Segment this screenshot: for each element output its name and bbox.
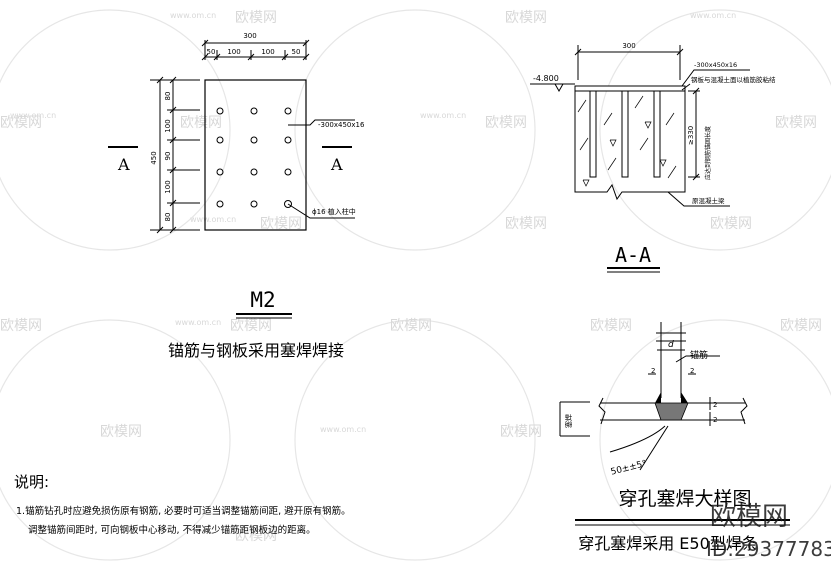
- anchor-hole-grid: [216, 107, 292, 208]
- watermark-text: 欧模网: [590, 318, 632, 334]
- dim-edge-left: 50: [207, 48, 216, 56]
- dim-total-height: 450: [150, 151, 158, 164]
- plate-dim: 2: [713, 401, 717, 409]
- watermark-site: www.om.cn: [190, 215, 236, 224]
- section-plate-note: -300x450x16: [694, 61, 737, 69]
- weld-symbol-label: 塞焊: [564, 414, 573, 428]
- concrete-beam-note: 原混凝土梁: [692, 196, 725, 205]
- anchor-bar-label: 锚筋: [690, 349, 708, 361]
- section-title: A-A: [615, 243, 651, 267]
- gap-dim: 2: [690, 367, 694, 375]
- watermark-text: 欧模网: [180, 115, 222, 131]
- section-dim-width: 300: [622, 42, 635, 50]
- anchor-hole: [250, 107, 258, 115]
- dim-edge-right: 50: [292, 48, 301, 56]
- watermark-text: 欧模网: [485, 115, 527, 131]
- watermark-site: www.om.cn: [420, 111, 466, 120]
- level-mark: -4.800: [533, 74, 559, 83]
- anchor-hole: [216, 200, 224, 208]
- anchor-hole: [250, 136, 258, 144]
- watermark-text: 欧模网: [0, 115, 42, 131]
- watermark-text: 欧模网: [235, 528, 277, 544]
- note-line-1: 1.锚筋钻孔时应避免损伤原有钢筋, 必要时可适当调整锚筋间距, 避开原有钢筋。: [16, 505, 351, 517]
- brand-logo-text: 欧模网: [710, 502, 788, 532]
- m2-title-block: M2 锚筋与钢板采用塞焊焊接: [168, 288, 344, 360]
- section-view: [530, 45, 750, 273]
- drawing-title: M2: [250, 288, 275, 312]
- dim-vert: 80: [164, 213, 172, 222]
- notes-block: 说明: 1.锚筋钻孔时应避免损伤原有钢筋, 必要时可适当调整锚筋间距, 避开原有…: [14, 473, 351, 536]
- watermark-text: 欧模网: [505, 10, 547, 26]
- anchor-hole: [216, 136, 224, 144]
- watermark-text: 欧模网: [100, 424, 142, 440]
- watermark-site: www.om.cn: [170, 11, 216, 20]
- dim-vert: 90: [164, 152, 172, 161]
- watermark-text: 欧模网: [505, 216, 547, 232]
- watermark-text: 欧模网: [710, 216, 752, 232]
- watermark-layer: 欧模网 欧模网 www.om.cn www.om.cn 欧模网 欧模网 欧模网 …: [0, 9, 831, 561]
- watermark-text: 欧模网: [230, 318, 272, 334]
- dim-spacing: 100: [261, 48, 274, 56]
- dim-spacing: 100: [227, 48, 240, 56]
- dim-total-width: 300: [243, 32, 256, 40]
- plate-spec-note: -300x450x16: [318, 121, 365, 129]
- watermark-text: 欧模网: [780, 318, 822, 334]
- dim-vert: 100: [164, 119, 172, 132]
- watermark-text: 欧模网: [775, 115, 817, 131]
- dim-vert: 80: [164, 92, 172, 101]
- watermark-text: 欧模网: [390, 318, 432, 334]
- anchor-hole: [216, 168, 224, 176]
- watermark-site: www.om.cn: [10, 111, 56, 120]
- watermark-site: www.om.cn: [175, 318, 221, 327]
- anchor-hole: [250, 200, 258, 208]
- watermark-text: 欧模网: [260, 216, 302, 232]
- note-line-2: 调整锚筋间距时, 可向钢板中心移动, 不得减少锚筋距钢板边的距离。: [28, 524, 316, 536]
- section-labels: 300 -4.800 -300x450x16 钢板与混凝土面以植筋胶粘结 应达到…: [533, 42, 776, 267]
- embed-dim: ≥330: [687, 126, 695, 145]
- glue-note: 钢板与混凝土面以植筋胶粘结: [691, 75, 776, 84]
- embed-length-note: 应达到钢筋锚固长度: [704, 126, 712, 180]
- detail-subtitle: 穿孔塞焊采用 E50型焊条: [578, 534, 758, 553]
- anchor-hole: [216, 107, 224, 115]
- section-mark-right: A: [330, 155, 343, 174]
- watermark-text: 欧模网: [500, 424, 542, 440]
- plate-dim: 2: [713, 416, 717, 424]
- anchor-hole: [250, 168, 258, 176]
- watermark-text: 欧模网: [235, 10, 277, 26]
- watermark-site: www.om.cn: [690, 11, 736, 20]
- notes-heading: 说明:: [14, 473, 49, 491]
- gap-dim: 2: [651, 367, 655, 375]
- brand-watermark: 欧模网 ID:29377783: [706, 502, 831, 561]
- anchor-hole: [284, 136, 292, 144]
- watermark-text: 欧模网: [0, 318, 42, 334]
- drawing-id: ID:29377783: [706, 537, 831, 561]
- plug-weld-detail: [559, 322, 790, 526]
- plate-plan-view: [108, 39, 355, 234]
- section-mark-left: A: [117, 155, 130, 174]
- drawing-subtitle: 锚筋与钢板采用塞焊焊接: [168, 341, 344, 360]
- bevel-angle: 50±±5°: [610, 459, 648, 478]
- anchor-hole: [284, 107, 292, 115]
- watermark-site: www.om.cn: [320, 425, 366, 434]
- anchor-hole: [284, 168, 292, 176]
- dim-vert: 100: [164, 180, 172, 193]
- plan-labels: 300 50 100 100 50 450 80 100 90 100 80 -…: [117, 32, 365, 221]
- anchor-bar-note: ϕ16 植入柱中: [312, 207, 356, 216]
- detail-title: 穿孔塞焊大样图: [618, 488, 751, 510]
- dim-d-label: d: [668, 340, 674, 350]
